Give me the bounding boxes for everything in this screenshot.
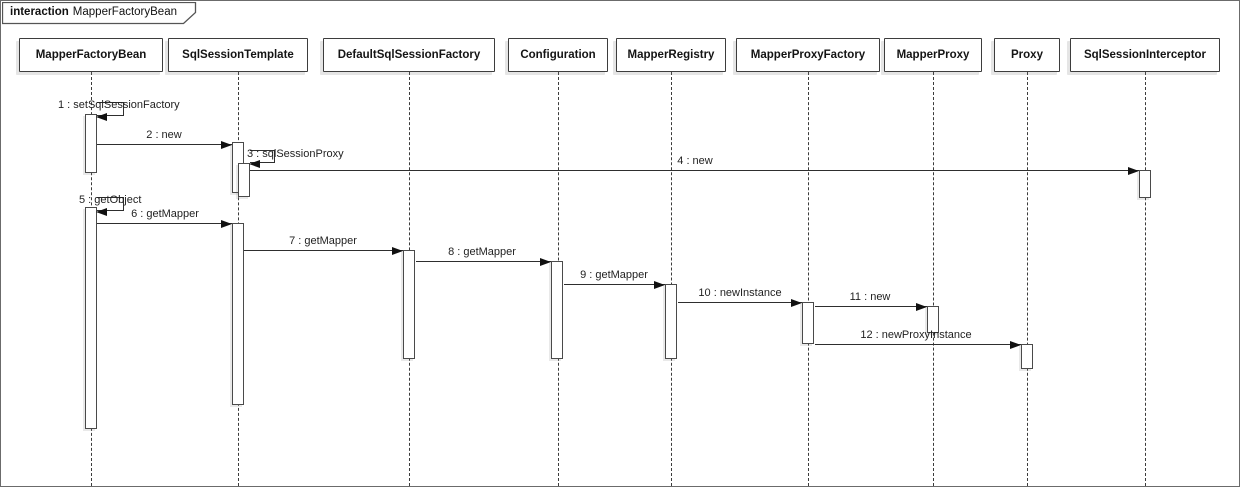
activation-bar: [238, 163, 250, 197]
lifeline-header-proxy: Proxy: [994, 38, 1060, 72]
message-arrow-10: [678, 299, 802, 307]
activation-bar: [927, 306, 939, 333]
message-label-4: 4 : new: [677, 155, 713, 167]
arrowhead-icon: [1010, 341, 1021, 349]
arrowhead-icon: [249, 160, 260, 168]
arrowhead-icon: [221, 141, 232, 149]
lifeline-line-mapperproxy: [933, 72, 934, 486]
lifeline-header-mapperfactorybean: MapperFactoryBean: [19, 38, 163, 72]
arrowhead-icon: [96, 113, 107, 121]
lifeline-header-mapperregistry: MapperRegistry: [616, 38, 726, 72]
lifeline-line-mapperregistry: [671, 72, 672, 486]
message-label-3: 3 : sqlSessionProxy: [247, 148, 344, 160]
arrowhead-icon: [916, 303, 927, 311]
lifeline-name: MapperRegistry: [627, 49, 715, 61]
message-arrow-4: [250, 167, 1139, 175]
message-label-6: 6 : getMapper: [131, 208, 199, 220]
activation-bar: [232, 223, 244, 405]
message-label-2: 2 : new: [146, 129, 182, 141]
lifeline-line-mapperproxyfactory: [808, 72, 809, 486]
lifeline-name: Proxy: [1011, 49, 1043, 61]
message-arrow-11: [815, 303, 927, 311]
lifeline-line-proxy: [1027, 72, 1028, 486]
arrowhead-icon: [540, 258, 551, 266]
activation-bar: [665, 284, 677, 359]
lifeline-header-configuration: Configuration: [508, 38, 608, 72]
message-label-11: 11 : new: [849, 291, 891, 303]
lifeline-name: MapperFactoryBean: [35, 49, 147, 61]
message-label-10: 10 : newInstance: [698, 287, 782, 299]
arrowhead-icon: [221, 220, 232, 228]
message-label-1: 1 : setSqlSessionFactory: [58, 99, 180, 111]
lifeline-line-sqlsessioninterceptor: [1145, 72, 1146, 486]
lifeline-name: Configuration: [520, 49, 596, 61]
lifeline-header-defaultsqlsessionfactory: DefaultSqlSessionFactory: [323, 38, 495, 72]
self-message-loop-1: [96, 102, 124, 121]
message-arrow-2: [97, 141, 232, 149]
activation-bar: [403, 250, 415, 359]
arrowhead-icon: [96, 208, 107, 216]
arrowhead-icon: [654, 281, 665, 289]
lifeline-name: SqlSessionTemplate: [182, 49, 294, 61]
self-message-loop-5: [96, 197, 124, 216]
lifeline-header-mapperproxy: MapperProxy: [884, 38, 982, 72]
message-label-8: 8 : getMapper: [448, 246, 516, 258]
activation-bar: [551, 261, 563, 359]
activation-bar: [1139, 170, 1151, 198]
message-label-12: 12 : newProxyInstance: [860, 329, 972, 341]
activation-bar: [1021, 344, 1033, 369]
message-arrow-7: [244, 247, 403, 255]
lifeline-name: SqlSessionInterceptor: [1083, 49, 1207, 61]
arrowhead-icon: [1128, 167, 1139, 175]
activation-bar: [802, 302, 814, 344]
frame-keyword: interaction: [10, 6, 69, 18]
lifeline-name: MapperProxyFactory: [750, 49, 866, 61]
lifeline-name: MapperProxy: [896, 49, 970, 61]
message-label-9: 9 : getMapper: [580, 269, 648, 281]
message-arrow-6: [97, 220, 232, 228]
arrowhead-icon: [791, 299, 802, 307]
activation-bar: [85, 114, 97, 173]
self-message-loop-3: [249, 150, 275, 168]
message-label-7: 7 : getMapper: [289, 235, 357, 247]
lifeline-name: DefaultSqlSessionFactory: [337, 49, 481, 61]
activation-bar: [85, 207, 97, 429]
arrowhead-icon: [392, 247, 403, 255]
message-arrow-9: [564, 281, 665, 289]
lifeline-header-sqlsessiontemplate: SqlSessionTemplate: [168, 38, 308, 72]
message-arrow-12: [815, 341, 1021, 349]
message-arrow-8: [416, 258, 551, 266]
lifeline-header-mapperproxyfactory: MapperProxyFactory: [736, 38, 880, 72]
message-label-5: 5 : getObject: [79, 194, 142, 206]
frame-title: MapperFactoryBean: [72, 6, 177, 18]
frame-tab-shape: [1, 1, 197, 25]
lifeline-header-sqlsessioninterceptor: SqlSessionInterceptor: [1070, 38, 1220, 72]
